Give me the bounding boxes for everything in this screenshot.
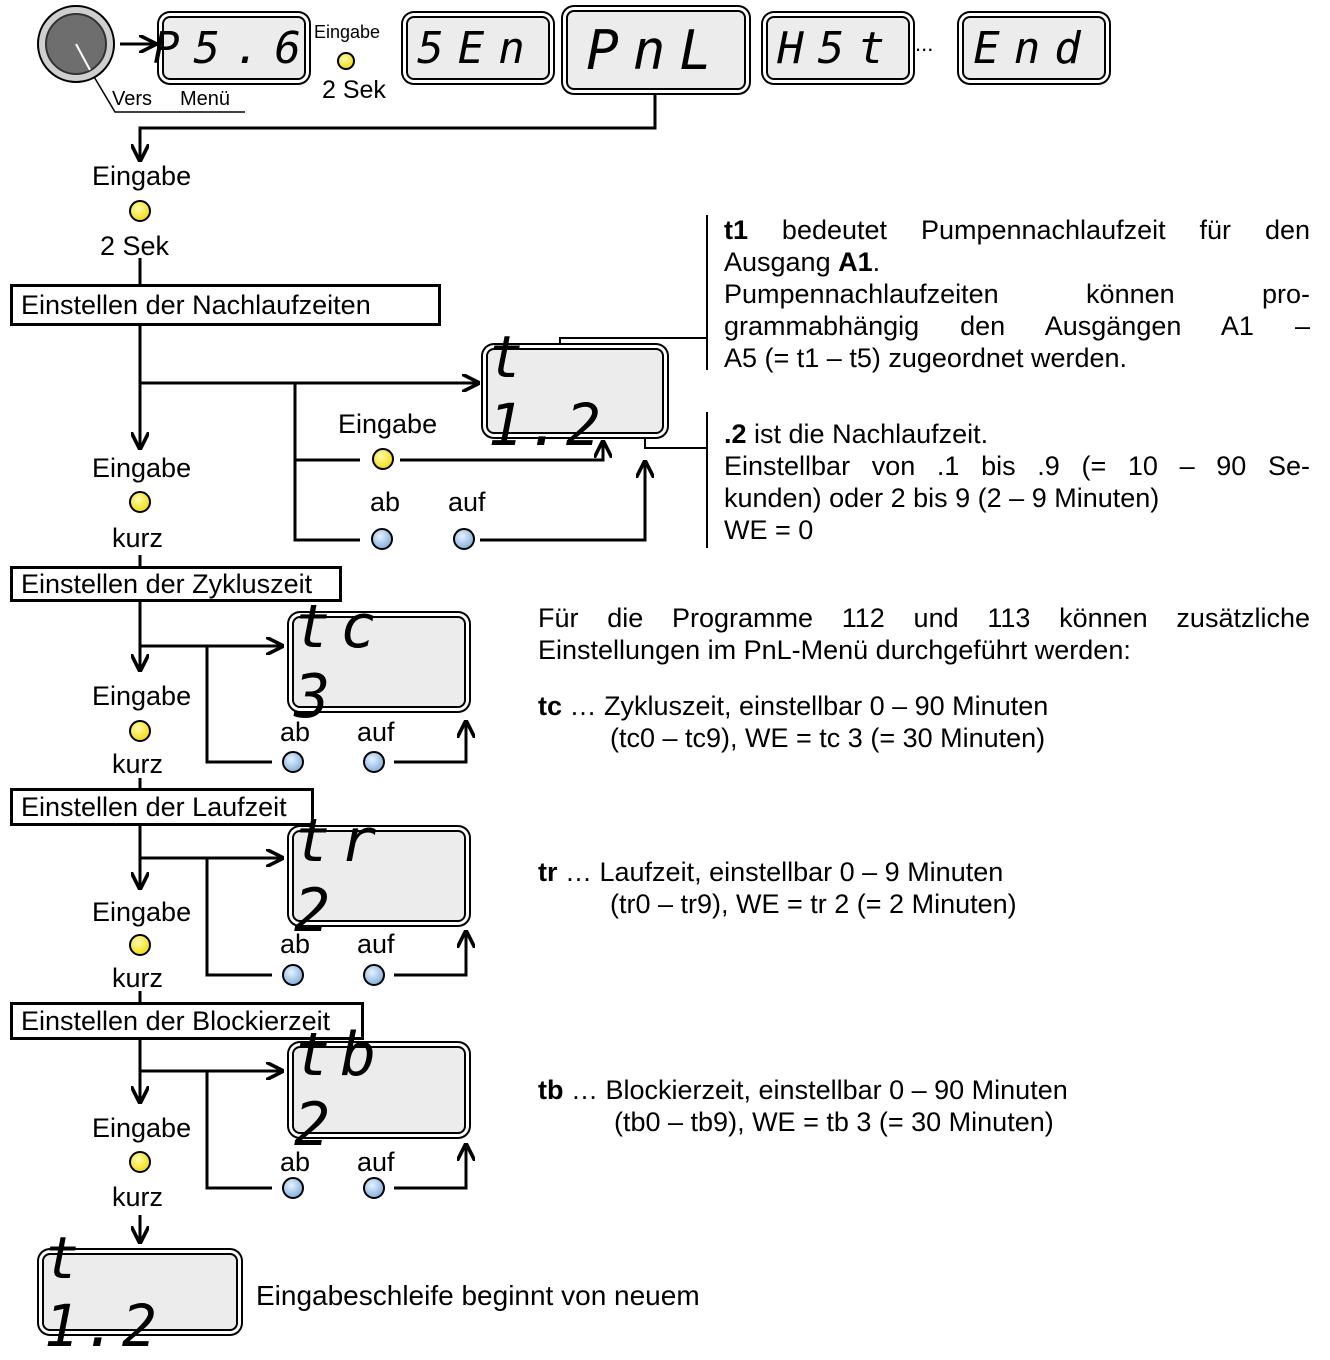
auf-label-s4: auf — [357, 1147, 395, 1177]
menu-label: Menü — [180, 88, 231, 110]
note-programme: Für die Programme 112 und 113 können zus… — [538, 603, 1310, 665]
display-hst: H5t — [766, 16, 910, 80]
ab-button-s4[interactable] — [282, 1177, 304, 1199]
kurz-label-s1: kurz — [112, 523, 164, 553]
display-t12: t 1.2 — [486, 323, 664, 459]
vers-label: Vers — [112, 88, 153, 110]
eingabe-small-label: Eingabe — [314, 22, 381, 42]
note-tc: tc … Zykluszeit, einstellbar 0 – 90 Minu… — [538, 691, 1049, 753]
note-nachlaufzeit: .2 ist die Nachlaufzeit. Einstellbar von… — [724, 419, 1310, 545]
eingabe-led-s1[interactable] — [372, 448, 394, 470]
ab-label-s2: ab — [280, 717, 311, 747]
kurz-label-s2: kurz — [112, 749, 164, 779]
section-title-blockierzeit: Einstellen der Blockierzeit — [10, 1002, 364, 1040]
auf-button-s1[interactable] — [453, 528, 475, 550]
eingabe-label: Eingabe — [92, 161, 192, 191]
eingabe-label-s2: Eingabe — [92, 681, 192, 711]
eingabe-label-s4: Eingabe — [92, 1113, 192, 1143]
eingabe-led[interactable] — [129, 200, 151, 222]
eingabe-led-s4[interactable] — [129, 1151, 151, 1173]
eingabe-label-s1-left: Eingabe — [92, 453, 192, 483]
ab-label-s3: ab — [280, 929, 311, 959]
display-tb2: tb 2 — [292, 1020, 466, 1160]
ab-label-s4: ab — [280, 1147, 311, 1177]
display-tc3: tc 3 — [292, 592, 466, 732]
kurz-label-s3: kurz — [112, 963, 164, 993]
auf-button-s4[interactable] — [363, 1177, 385, 1199]
two-sek-top: 2 Sek — [322, 76, 386, 104]
ab-button-s3[interactable] — [282, 964, 304, 986]
display-tr2: tr 2 — [292, 806, 466, 946]
display-t12-bottom: t 1.2 — [42, 1224, 238, 1360]
display-pnl: PnL — [566, 10, 746, 90]
ab-button-s1[interactable] — [371, 528, 393, 550]
section-title-nachlaufzeiten: Einstellen der Nachlaufzeiten — [10, 284, 441, 326]
display-end: End — [962, 16, 1106, 80]
eingabe-led-s2[interactable] — [129, 720, 151, 742]
note-tr: tr … Laufzeit, einstellbar 0 – 9 Minuten… — [538, 857, 1017, 919]
knob-icon[interactable] — [38, 6, 114, 82]
eingabe-led-top[interactable] — [337, 52, 355, 70]
eingabe-label-s1: Eingabe — [338, 409, 438, 439]
note-t1: t1 bedeutet Pumpennachlaufzeit für den A… — [724, 215, 1310, 373]
note-tb: tb … Blockierzeit, einstellbar 0 – 90 Mi… — [538, 1075, 1068, 1137]
auf-label-s3: auf — [357, 929, 395, 959]
display-sen: 5En — [406, 16, 550, 80]
ab-label-s1: ab — [370, 487, 401, 517]
ellipsis: ... — [915, 31, 934, 56]
loop-restart-text: Eingabeschleife beginnt von neuem — [256, 1280, 700, 1311]
ab-button-s2[interactable] — [282, 751, 304, 773]
auf-label-s2: auf — [357, 717, 395, 747]
eingabe-label-s3: Eingabe — [92, 897, 192, 927]
auf-button-s2[interactable] — [363, 751, 385, 773]
auf-button-s3[interactable] — [363, 964, 385, 986]
section-title-laufzeit: Einstellen der Laufzeit — [10, 788, 314, 826]
auf-label-s1: auf — [448, 487, 486, 517]
eingabe-led-kurz-s1[interactable] — [129, 491, 151, 513]
section-title-zykluszeit: Einstellen der Zykluszeit — [10, 566, 342, 602]
eingabe-led-s3[interactable] — [129, 934, 151, 956]
two-sek-label: 2 Sek — [100, 231, 170, 261]
display-p56: P5.6 — [153, 16, 306, 80]
kurz-label-s4: kurz — [112, 1182, 164, 1212]
